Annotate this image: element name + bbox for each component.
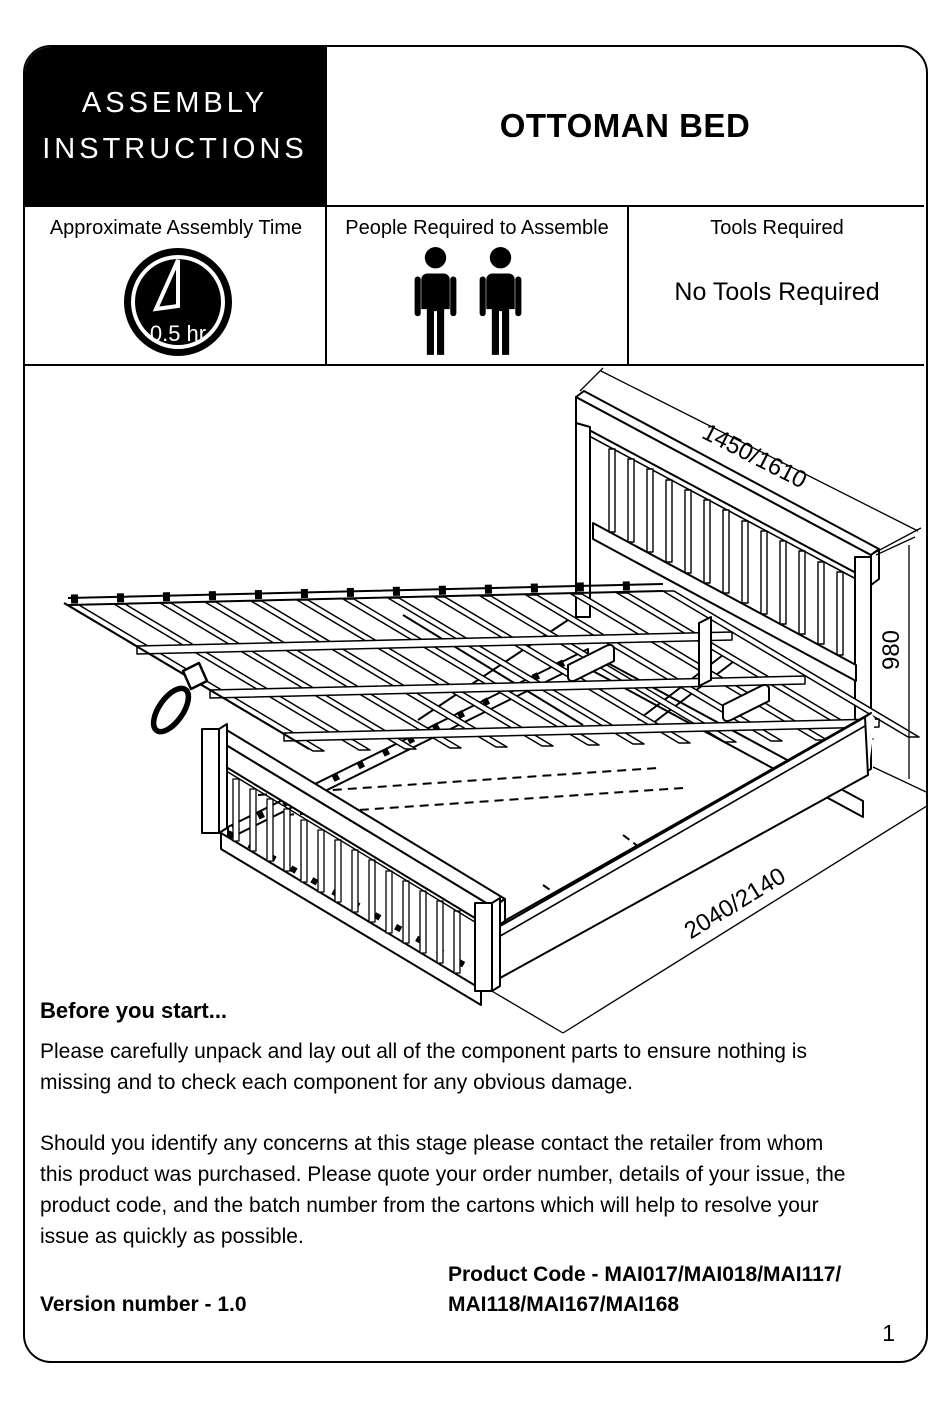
no-tools-required-text: No Tools Required xyxy=(674,278,880,306)
storage-box-side xyxy=(490,712,875,984)
unpack-paragraph: Please carefully unpack and lay out all … xyxy=(40,1040,807,1094)
badge-line1: ASSEMBLY xyxy=(81,87,269,119)
assembly-time-label: Approximate Assembly Time xyxy=(49,216,303,239)
page-number: 1 xyxy=(882,1320,895,1346)
page-title: OTTOMAN BED xyxy=(499,107,751,144)
concerns-paragraph: Should you identify any concerns at this… xyxy=(40,1132,846,1248)
assembly-instructions-badge: ASSEMBLY INSTRUCTIONS xyxy=(25,47,325,205)
dimension-height-label: 980 xyxy=(878,630,905,670)
clock-icon: 0.5 hr xyxy=(124,248,232,356)
bed-diagram: 1450/1610 980 2040/2140 xyxy=(63,367,928,1034)
strap-handle xyxy=(150,661,209,735)
before-you-start-heading: Before you start... xyxy=(40,998,228,1023)
people-required-label: People Required to Assemble xyxy=(345,216,609,239)
column-divider-2 xyxy=(627,205,629,365)
sheet-border xyxy=(23,45,928,1363)
tools-required-label: Tools Required xyxy=(710,216,844,239)
dimension-length-label: 2040/2140 xyxy=(680,862,791,944)
person-icon xyxy=(414,247,457,355)
info-row-divider xyxy=(25,364,924,366)
badge-line2: INSTRUCTIONS xyxy=(42,133,308,165)
column-divider-1 xyxy=(325,47,327,365)
dimension-headboard-height: 980 xyxy=(872,536,928,794)
product-code-line1: Product Code - MAI017/MAI018/MAI117/ xyxy=(448,1263,842,1286)
footboard xyxy=(201,723,506,1006)
version-number: Version number - 1.0 xyxy=(40,1293,247,1316)
header-divider xyxy=(25,205,924,207)
assembly-time-value: 0.5 hr xyxy=(150,321,206,346)
mattress-stop-brackets xyxy=(567,616,770,723)
product-code-line2: MAI118/MAI167/MAI168 xyxy=(448,1293,680,1316)
person-icon xyxy=(479,247,522,355)
